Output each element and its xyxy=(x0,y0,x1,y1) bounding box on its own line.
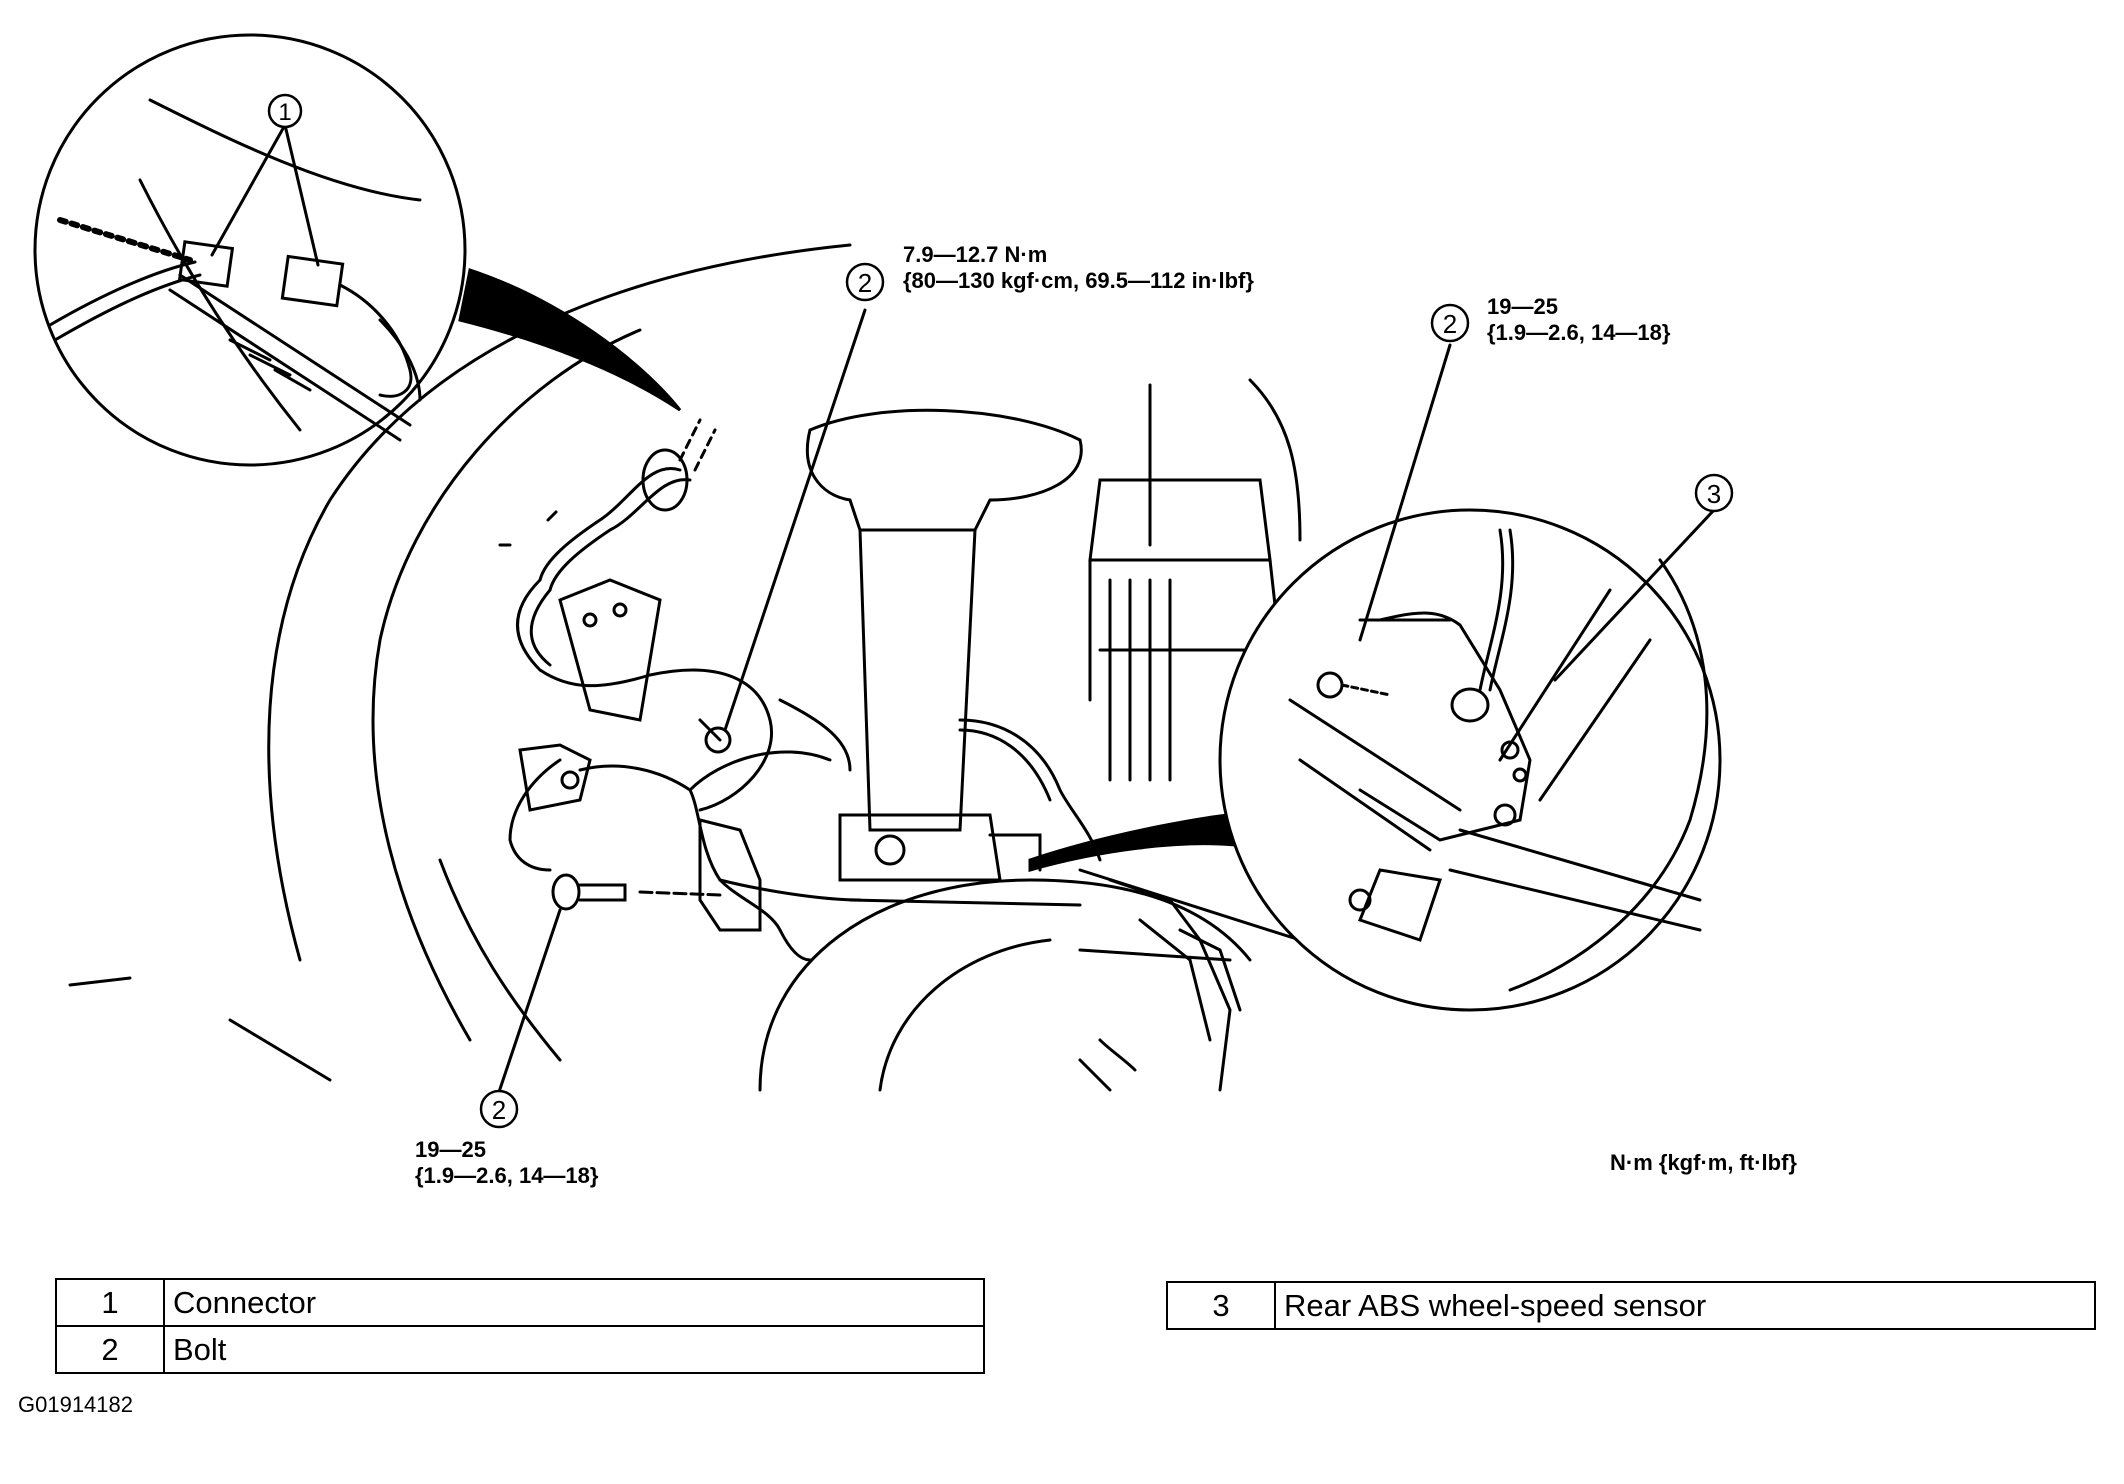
callout-1: 1 xyxy=(267,93,303,129)
detail-leader-lower xyxy=(1028,813,1237,872)
svg-text:2: 2 xyxy=(1443,309,1457,339)
bolt-lower xyxy=(551,873,722,911)
callout-2-caliper: 2 xyxy=(1430,303,1470,343)
torque-spec-upper-line2: {80—130 kgf·cm, 69.5—112 in·lbf} xyxy=(903,268,1254,293)
detail-leader-upper xyxy=(458,268,682,412)
svg-text:2: 2 xyxy=(858,268,872,298)
svg-text:1: 1 xyxy=(278,99,291,126)
torque-spec-lower-line1: 19—25 xyxy=(415,1137,486,1162)
legend-label: Connector xyxy=(163,1278,985,1327)
legend-label: Rear ABS wheel-speed sensor xyxy=(1274,1281,2096,1330)
strut-assembly xyxy=(805,408,1083,882)
legend-table-left: 1 Connector 2 Bolt xyxy=(55,1278,985,1374)
grommet xyxy=(641,418,717,512)
figure-id: G01914182 xyxy=(18,1392,133,1417)
caliper xyxy=(1108,878,1242,1092)
torque-spec-caliper-line2: {1.9—2.6, 14—18} xyxy=(1487,320,1671,345)
leader-callout-2-lower xyxy=(497,908,562,1094)
leader-callout-2-upper xyxy=(723,308,867,732)
callout-2-upper: 2 xyxy=(845,262,885,302)
torque-spec-lower: 19—25 {1.9—2.6, 14—18} xyxy=(415,1137,598,1189)
torque-spec-caliper-line1: 19—25 xyxy=(1487,294,1558,319)
torque-spec-upper: 7.9—12.7 N·m {80—130 kgf·cm, 69.5—112 in… xyxy=(903,242,1254,294)
legend-number: 2 xyxy=(55,1325,165,1374)
torque-spec-upper-line1: 7.9—12.7 N·m xyxy=(903,242,1048,267)
callout-2-lower: 2 xyxy=(479,1089,519,1129)
wheel-well-outline xyxy=(68,243,1302,1082)
legend-number: 3 xyxy=(1166,1281,1276,1330)
legend-label: Bolt xyxy=(163,1325,985,1374)
legend-number: 1 xyxy=(55,1278,165,1327)
torque-spec-lower-line2: {1.9—2.6, 14—18} xyxy=(415,1163,599,1188)
spring-area xyxy=(1088,478,1282,782)
brake-disc xyxy=(758,878,1252,1092)
svg-text:3: 3 xyxy=(1707,479,1721,509)
connector-detail-view xyxy=(33,33,467,467)
callout-3: 3 xyxy=(1694,473,1734,513)
legend-row: 3 Rear ABS wheel-speed sensor xyxy=(1166,1281,2096,1330)
sensor-detail-view xyxy=(1218,343,1722,1012)
svg-text:2: 2 xyxy=(492,1095,506,1125)
legend-row: 2 Bolt xyxy=(55,1325,985,1374)
bolt-upper xyxy=(698,718,732,754)
harness-brackets xyxy=(498,510,762,932)
torque-spec-caliper: 19—25 {1.9—2.6, 14—18} xyxy=(1487,294,1670,346)
legend-row: 1 Connector xyxy=(55,1278,985,1327)
units-note: N·m {kgf·m, ft·lbf} xyxy=(1610,1150,1797,1175)
legend-table-right: 3 Rear ABS wheel-speed sensor xyxy=(1166,1281,2096,1330)
